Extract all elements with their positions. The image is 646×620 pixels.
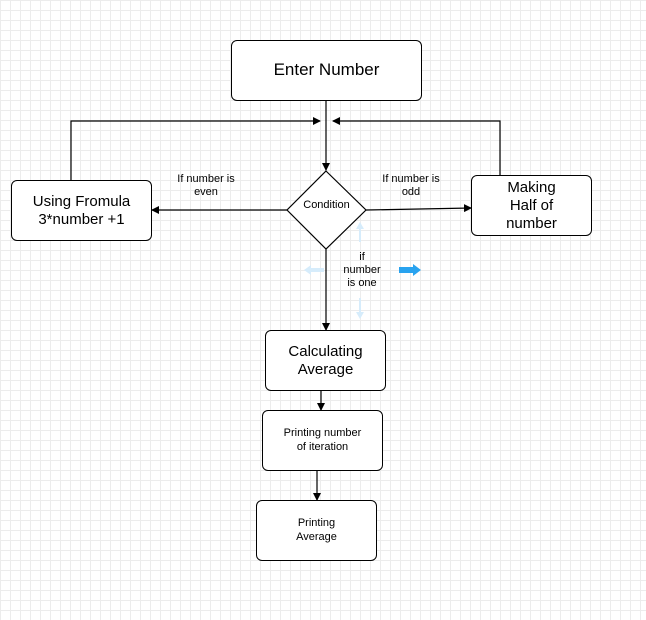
node-label: Making Half of number (506, 178, 557, 232)
condition-label: Condition (303, 199, 350, 211)
arrow-up-icon[interactable] (356, 222, 364, 242)
node-printing-average[interactable]: Printing Average (256, 500, 377, 561)
node-label: Calculating Average (288, 342, 363, 378)
connection-handles[interactable] (304, 222, 421, 319)
node-making-half[interactable]: Making Half of number (471, 175, 592, 236)
arrow-left-icon[interactable] (304, 265, 324, 275)
edge-label-one: if number is one (343, 251, 381, 290)
node-label: Enter Number (273, 60, 380, 80)
arrow-down-icon[interactable] (356, 298, 364, 319)
condition-diamond[interactable] (286, 170, 367, 250)
edge-label-even: If number is even (177, 173, 235, 199)
node-label: Printing number of iteration (283, 427, 362, 453)
node-using-formula[interactable]: Using Fromula 3*number +1 (11, 180, 152, 241)
edge-half-loop-back (332, 117, 501, 180)
node-printing-iterations[interactable]: Printing number of iteration (262, 410, 383, 471)
arrow-right-icon[interactable] (399, 264, 421, 276)
node-label: Printing Average (296, 517, 337, 543)
node-enter-number[interactable]: Enter Number (231, 40, 422, 101)
node-calculating-average[interactable]: Calculating Average (265, 330, 386, 391)
edge-condition-to-half (365, 204, 472, 213)
node-label: Using Fromula 3*number +1 (32, 192, 131, 228)
edge-formula-loop-back (70, 117, 321, 180)
edge-label-odd: If number is odd (382, 173, 440, 199)
